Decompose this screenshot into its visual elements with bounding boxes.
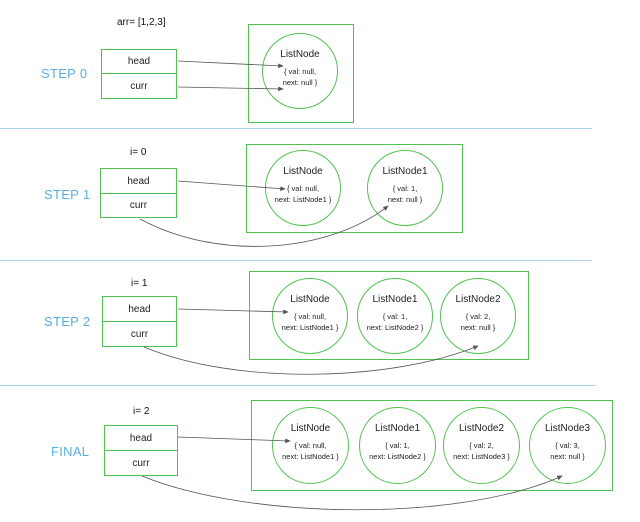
node-detail-line-1: { val: null,	[294, 441, 327, 450]
curr-arrow	[177, 86, 284, 92]
node-detail: { val: null, next: ListNode1 }	[275, 183, 332, 205]
node-title: ListNode2	[458, 423, 505, 434]
curr-pointer-box: curr	[102, 321, 177, 347]
node-title: ListNode1	[374, 423, 421, 434]
step-label-0: STEP 0	[41, 66, 88, 81]
linked-list-frame	[248, 24, 354, 123]
curr-arrow	[141, 475, 563, 511]
list-node: ListNode1 { val: 1, next: ListNode2 }	[357, 278, 433, 354]
list-node: ListNode { val: null, next: ListNode1 }	[265, 150, 341, 226]
node-detail: { val: 2, next: ListNode3 }	[453, 440, 510, 462]
linked-list-frame	[246, 144, 463, 233]
node-title: ListNode	[283, 166, 323, 177]
head-arrow	[177, 308, 289, 315]
head-arrow	[177, 436, 291, 444]
node-title: ListNode1	[382, 166, 428, 177]
node-detail-line-1: { val: null,	[286, 184, 320, 193]
node-detail: { val: null, next: ListNode1 }	[282, 440, 339, 462]
node-detail-line-2: next: null }	[387, 195, 423, 204]
node-detail-line-1: { val: 1,	[382, 312, 408, 321]
step-label-final: FINAL	[51, 444, 90, 459]
node-detail-line-1: { val: 1,	[392, 184, 418, 193]
node-detail: { val: 3, next: null }	[550, 440, 585, 462]
curr-pointer-box: curr	[100, 193, 177, 218]
node-title: ListNode	[280, 49, 320, 60]
node-detail-line-1: { val: 1,	[385, 441, 410, 450]
step-label-2: STEP 2	[44, 314, 91, 329]
node-detail-line-2: next: ListNode3 }	[453, 452, 510, 461]
step-separator	[0, 260, 592, 261]
head-arrow	[177, 60, 284, 69]
curr-arrow	[143, 345, 479, 375]
linked-list-frame	[251, 400, 613, 491]
step-label-1: STEP 1	[44, 187, 91, 202]
curr-pointer-box: curr	[101, 73, 177, 99]
node-detail-line-1: { val: 3,	[555, 441, 580, 450]
loop-index-label: i= 2	[133, 406, 150, 417]
curr-arrow	[139, 205, 389, 247]
loop-index-label: i= 1	[131, 278, 148, 289]
node-detail: { val: null, next: ListNode1 }	[282, 311, 339, 333]
node-detail: { val: 1, next: null }	[388, 183, 423, 205]
list-node: ListNode2 { val: 2, next: null }	[440, 278, 516, 354]
node-detail-line-2: next: ListNode2 }	[369, 452, 426, 461]
node-detail-line-1: { val: 2,	[469, 441, 494, 450]
node-detail-line-1: { val: 2,	[465, 312, 491, 321]
node-detail: { val: null, next: null }	[283, 66, 318, 88]
node-detail-line-1: { val: null,	[293, 312, 327, 321]
list-node: ListNode { val: null, next: ListNode1 }	[272, 278, 348, 354]
linked-list-frame	[249, 271, 529, 360]
loop-index-label: i= 0	[130, 147, 147, 158]
head-arrow	[177, 180, 286, 192]
list-node: ListNode2 { val: 2, next: ListNode3 }	[443, 407, 520, 484]
curr-pointer-box: curr	[104, 450, 178, 476]
node-title: ListNode	[290, 423, 331, 434]
node-detail-line-2: next: null }	[460, 323, 496, 332]
node-detail: { val: 1, next: ListNode2 }	[369, 440, 426, 462]
node-detail-line-2: next: ListNode1 }	[282, 452, 339, 461]
node-detail-line-2: next: null }	[282, 78, 318, 87]
node-detail-line-2: next: ListNode1 }	[274, 195, 332, 204]
node-title: ListNode3	[544, 423, 591, 434]
step-separator	[0, 128, 592, 129]
list-node: ListNode1 { val: 1, next: ListNode2 }	[359, 407, 436, 484]
node-title: ListNode	[290, 294, 330, 305]
node-detail: { val: 1, next: ListNode2 }	[367, 311, 424, 333]
node-title: ListNode2	[455, 294, 501, 305]
list-node: ListNode3 { val: 3, next: null }	[529, 407, 606, 484]
node-detail-line-2: next: ListNode2 }	[366, 323, 424, 332]
head-pointer-box: head	[101, 49, 177, 74]
node-detail-line-2: next: ListNode1 }	[281, 323, 339, 332]
array-label: arr= [1,2,3]	[117, 17, 166, 28]
list-node: ListNode { val: null, next: null }	[262, 33, 338, 109]
node-detail: { val: 2, next: null }	[461, 311, 496, 333]
node-title: ListNode1	[372, 294, 418, 305]
list-node: ListNode { val: null, next: ListNode1 }	[272, 407, 349, 484]
node-detail-line-2: next: null }	[550, 452, 585, 461]
list-node: ListNode1 { val: 1, next: null }	[367, 150, 443, 226]
step-separator	[0, 385, 596, 386]
node-detail-line-1: { val: null,	[283, 67, 317, 76]
